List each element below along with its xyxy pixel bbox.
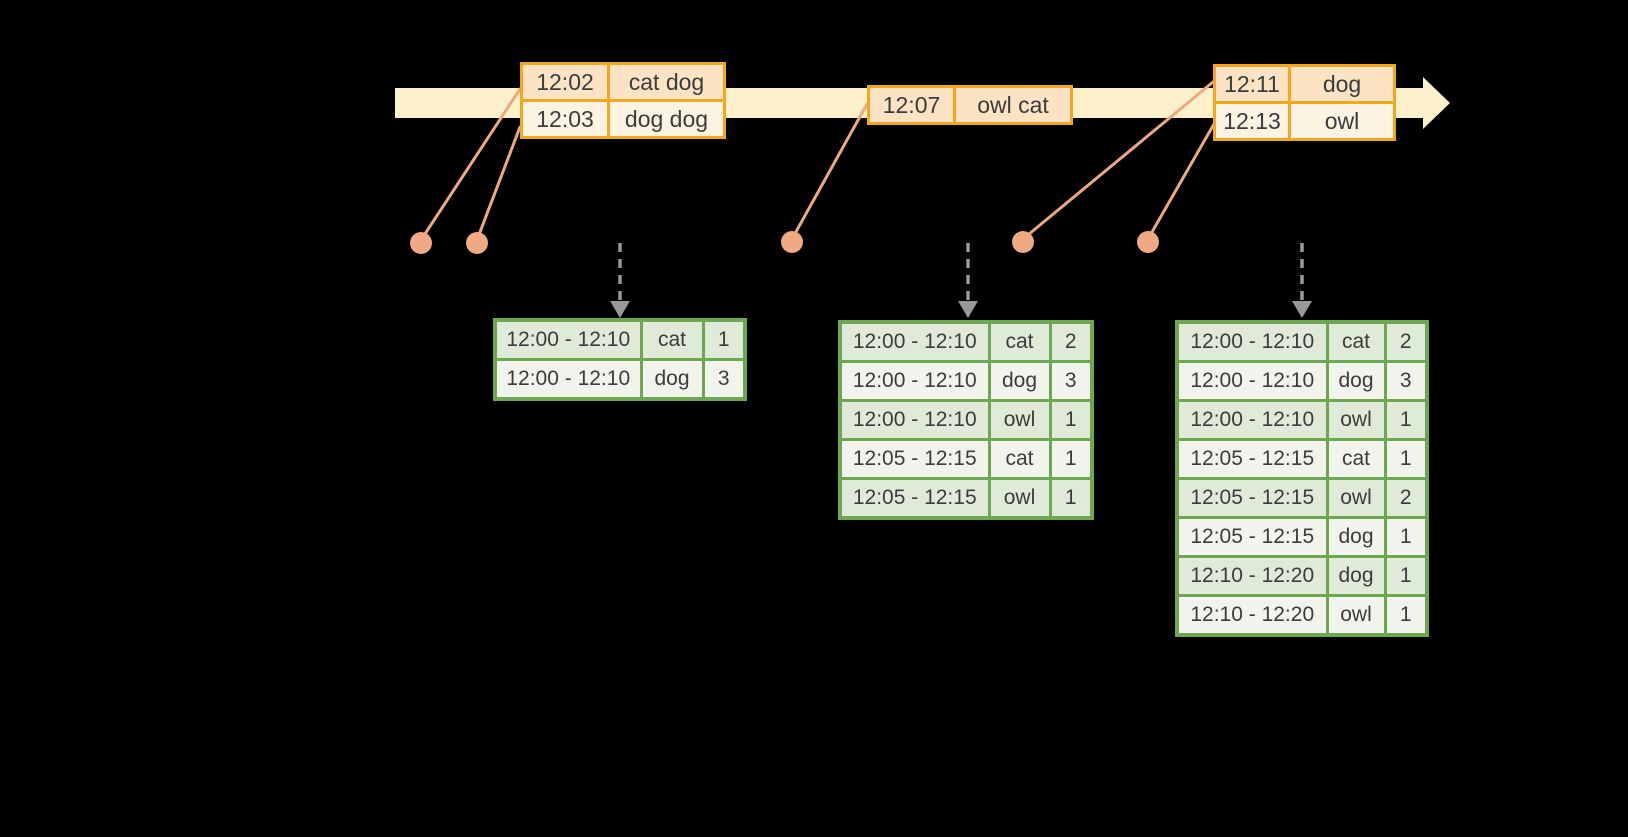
table-cell: 12:05 - 12:15 — [1175, 477, 1329, 519]
table-cell: 12:00 - 12:10 — [1175, 399, 1329, 441]
timeline-arrowhead-icon — [1423, 77, 1450, 129]
table-cell: dog — [1288, 64, 1396, 104]
table-cell: cat — [1325, 320, 1387, 363]
table-cell: 12:11 — [1213, 64, 1291, 104]
table-cell: 12:10 - 12:20 — [1175, 594, 1329, 637]
table-cell: 12:05 - 12:15 — [838, 438, 991, 480]
table-cell: 1 — [1383, 438, 1429, 480]
table-cell: cat — [987, 438, 1052, 480]
table-cell: 1 — [1048, 438, 1094, 480]
table-cell: 3 — [1048, 360, 1094, 402]
down-arrowhead-icon — [1292, 301, 1312, 318]
trigger-arrows — [618, 243, 1304, 301]
connector-line — [1146, 122, 1216, 241]
table-cell: 1 — [701, 318, 747, 361]
trigger-arrowheads — [610, 301, 1312, 318]
table-cell: 12:00 - 12:10 — [838, 399, 991, 441]
table-cell: cat dog — [607, 62, 726, 102]
table-cell: cat — [1325, 438, 1387, 480]
table-cell: cat — [987, 320, 1052, 363]
table-cell: 12:00 - 12:10 — [1175, 360, 1329, 402]
table-cell: 1 — [1048, 477, 1094, 520]
table-cell: 2 — [1383, 477, 1429, 519]
table-cell: 12:00 - 12:10 — [838, 360, 991, 402]
connector-line — [790, 102, 869, 241]
table-cell: 1 — [1383, 399, 1429, 441]
table-cell: owl — [987, 477, 1052, 520]
table-cell: owl — [1325, 399, 1387, 441]
event-dot — [466, 232, 488, 254]
table-cell: 3 — [701, 358, 747, 401]
table-cell: 3 — [1383, 360, 1429, 402]
table-cell: dog — [987, 360, 1052, 402]
table-cell: 1 — [1048, 399, 1094, 441]
table-cell: 1 — [1383, 555, 1429, 597]
table-cell: 12:00 - 12:10 — [493, 318, 643, 361]
down-arrowhead-icon — [610, 301, 630, 318]
table-cell: 2 — [1383, 320, 1429, 363]
table-cell: 12:05 - 12:15 — [1175, 516, 1329, 558]
event-dot — [410, 232, 432, 254]
table-cell: owl cat — [953, 85, 1073, 125]
table-cell: cat — [639, 318, 705, 361]
table-cell: dog — [1325, 516, 1387, 558]
connector-line — [475, 125, 522, 242]
down-arrowhead-icon — [958, 301, 978, 318]
event-dot — [1137, 231, 1159, 253]
table-cell: owl — [1288, 101, 1396, 141]
table-cell: 1 — [1383, 594, 1429, 637]
table-cell: 12:05 - 12:15 — [1175, 438, 1329, 480]
table-cell: 1 — [1383, 516, 1429, 558]
table-cell: owl — [1325, 477, 1387, 519]
table-cell: 12:00 - 12:10 — [1175, 320, 1329, 363]
table-cell: 12:13 — [1213, 101, 1291, 141]
table-cell: dog — [1325, 360, 1387, 402]
table-cell: 12:03 — [520, 99, 610, 139]
table-cell: 12:00 - 12:10 — [493, 358, 643, 401]
table-cell: 12:10 - 12:20 — [1175, 555, 1329, 597]
table-cell: 2 — [1048, 320, 1094, 363]
table-cell: 12:07 — [867, 85, 956, 125]
table-cell: dog — [1325, 555, 1387, 597]
table-cell: dog dog — [607, 99, 726, 139]
table-cell: dog — [639, 358, 705, 401]
table-cell: 12:00 - 12:10 — [838, 320, 991, 363]
table-cell: 12:05 - 12:15 — [838, 477, 991, 520]
table-cell: 12:02 — [520, 62, 610, 102]
event-dot — [781, 231, 803, 253]
processing-dots — [410, 231, 1159, 254]
table-cell: owl — [987, 399, 1052, 441]
event-dot — [1012, 231, 1034, 253]
table-cell: owl — [1325, 594, 1387, 637]
